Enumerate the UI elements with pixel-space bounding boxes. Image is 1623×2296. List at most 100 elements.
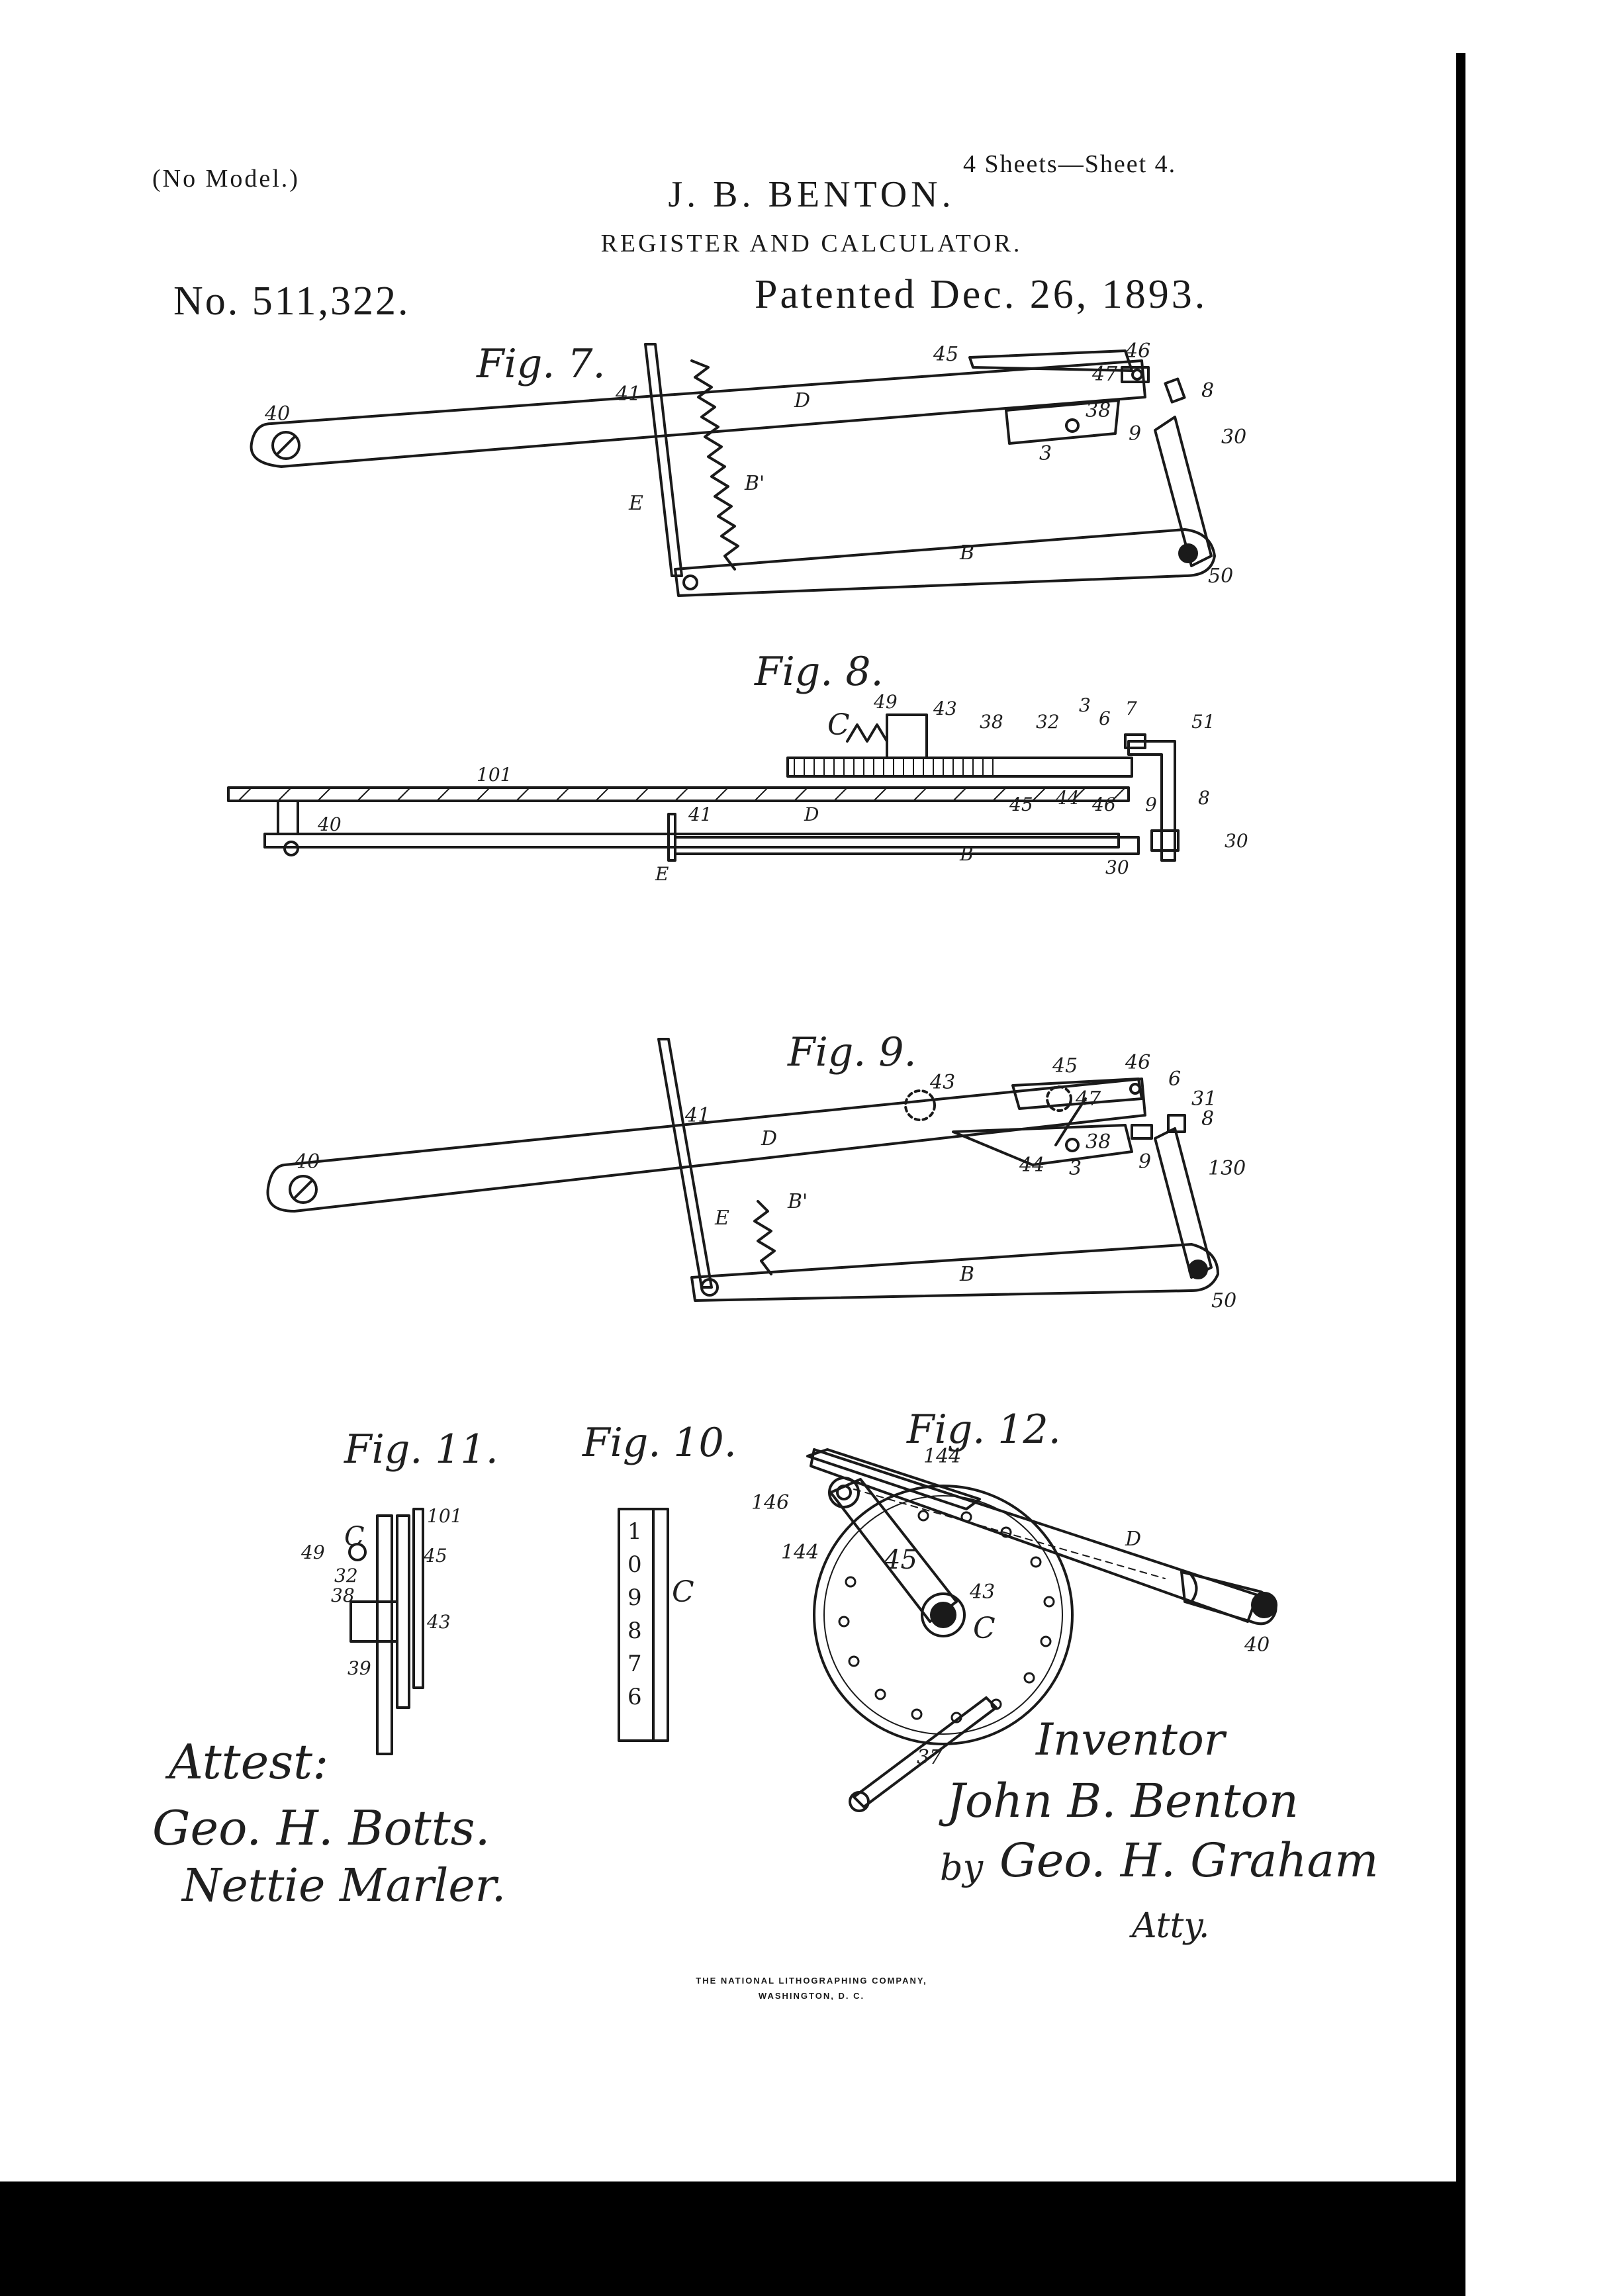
fig7-label: 47: [1091, 363, 1118, 386]
fig8-label: 46: [1091, 794, 1116, 815]
lithographer-city: WASHINGTON, D. C.: [758, 1991, 865, 2001]
fig7-label: 30: [1221, 426, 1246, 449]
figure-8: Fig. 8.: [227, 649, 1180, 862]
fig11-label: C: [344, 1522, 365, 1552]
fig10-label: C: [672, 1575, 694, 1609]
fig12-rod-end: [849, 1791, 870, 1812]
fig9-label: 130: [1208, 1157, 1246, 1180]
fig9-label: B': [787, 1190, 808, 1213]
figure-9: Fig. 9.: [266, 1029, 1219, 1302]
fig8-plate-hatch: [238, 787, 1126, 802]
fig11-plate: [376, 1514, 393, 1755]
fig7-label: 46: [1125, 340, 1150, 363]
fig9-label: 45: [1052, 1054, 1078, 1078]
fig9-label: 41: [684, 1104, 710, 1127]
fig9-block-8: [1167, 1114, 1186, 1133]
fig7-label: 8: [1201, 379, 1214, 402]
fig9-label: 9: [1138, 1150, 1151, 1173]
fig7-pivot-small: [682, 574, 698, 590]
fig7-block-8: [1164, 377, 1186, 404]
fig8-label: 30: [1225, 830, 1248, 852]
fig9-spring-b1: [753, 1200, 776, 1275]
fig7-cam-38: [1005, 399, 1120, 445]
witness-signature-2: Nettie Marler.: [182, 1860, 506, 1912]
fig12-lever-d: [810, 1448, 1259, 1623]
inventor-signature: John B. Benton: [947, 1774, 1299, 1828]
invention-title: REGISTER AND CALCULATOR.: [600, 230, 1023, 257]
fig8-pivot-40: [283, 841, 299, 856]
fig7-link-45: [968, 349, 1133, 372]
fig11-title: Fig. 11.: [344, 1426, 498, 1473]
witness-signature-1: Geo. H. Botts.: [152, 1800, 490, 1856]
fig12-pivot-40: [1251, 1592, 1277, 1618]
fig11-plate-101: [396, 1514, 410, 1709]
fig12-lever-break: [1190, 1574, 1198, 1603]
fig9-pin-47-dashed: [1046, 1085, 1072, 1112]
fig9-pivot-40: [289, 1175, 318, 1204]
no-model-label: (No Model.): [152, 165, 300, 193]
fig8-lever-d: [263, 833, 1120, 849]
fig10-digit: 9: [627, 1584, 642, 1611]
figure-12: Fig. 12.: [806, 1406, 1277, 1812]
fig8-label: 6: [1099, 708, 1111, 729]
fig8-label: 45: [1009, 794, 1033, 815]
fig7-label: B: [959, 541, 974, 565]
fig11-label: 43: [426, 1611, 451, 1633]
fig7-title: Fig. 7.: [476, 341, 606, 387]
fig9-upright-130: [1154, 1127, 1213, 1279]
fig11-label: 101: [427, 1505, 462, 1527]
fig8-title: Fig. 8.: [754, 649, 884, 695]
fig9-label: D: [761, 1127, 777, 1150]
by-label: by: [940, 1847, 984, 1888]
fig9-hub-43-dashed: [904, 1089, 936, 1121]
fig12-dial-rim: [823, 1495, 1063, 1735]
fig7-label: 3: [1039, 442, 1052, 465]
attorney-signature: Geo. H. Graham: [999, 1833, 1379, 1888]
patent-date: Patented Dec. 26, 1893.: [755, 272, 1208, 317]
fig7-label: E: [628, 492, 643, 515]
inventor-name-heading: J. B. BENTON.: [668, 174, 955, 215]
fig9-cam-pin: [1065, 1138, 1080, 1152]
fig9-label: 3: [1069, 1157, 1082, 1180]
fig7-spring-b1: [690, 359, 739, 571]
fig7-label: 9: [1129, 422, 1141, 445]
fig7-pin-46: [1131, 369, 1143, 381]
fig12-label: 45: [883, 1545, 917, 1575]
fig7-bar-e: [644, 343, 683, 577]
fig12-rod-37: [853, 1696, 997, 1808]
fig7-label: D: [794, 389, 810, 412]
fig7-label: 40: [264, 402, 290, 426]
fig8-lever-b: [674, 836, 1140, 855]
fig8-label: D: [804, 804, 819, 825]
fig8-label: 49: [873, 691, 898, 713]
fig12-shaft: [930, 1602, 956, 1628]
fig7-pivot-slot: [277, 436, 295, 455]
fig9-label: 50: [1211, 1289, 1236, 1312]
fig9-label: 8: [1201, 1107, 1214, 1130]
fig8-label: 38: [980, 711, 1003, 733]
fig7-label: B': [744, 472, 765, 495]
fig9-rod-e: [657, 1038, 713, 1289]
fig10-digit: 1: [627, 1518, 642, 1545]
fig8-label: 51: [1191, 711, 1215, 733]
sheet-count: 4 Sheets—Sheet 4.: [963, 150, 1177, 178]
fig8-bracket-51: [1127, 740, 1176, 862]
fig7-label: 45: [933, 343, 958, 366]
fig9-label: 46: [1125, 1051, 1150, 1074]
fig7-lever-b: [674, 528, 1216, 597]
fig9-link-45: [1011, 1078, 1143, 1110]
fig12-label: 146: [751, 1491, 789, 1514]
fig10-digit: 6: [627, 1684, 642, 1710]
fig8-spring-49: [846, 723, 888, 743]
fig9-label: 40: [294, 1150, 320, 1173]
fig11-label: 32: [334, 1565, 358, 1586]
fig8-part-30: [1150, 829, 1180, 852]
fig9-lever-d: [266, 1078, 1146, 1213]
fig9-block-31: [1131, 1124, 1153, 1140]
fig11-label: 49: [301, 1541, 325, 1563]
fig9-label: E: [714, 1207, 729, 1230]
fig8-rod-e: [667, 813, 676, 862]
fig12-label: 40: [1244, 1633, 1270, 1657]
